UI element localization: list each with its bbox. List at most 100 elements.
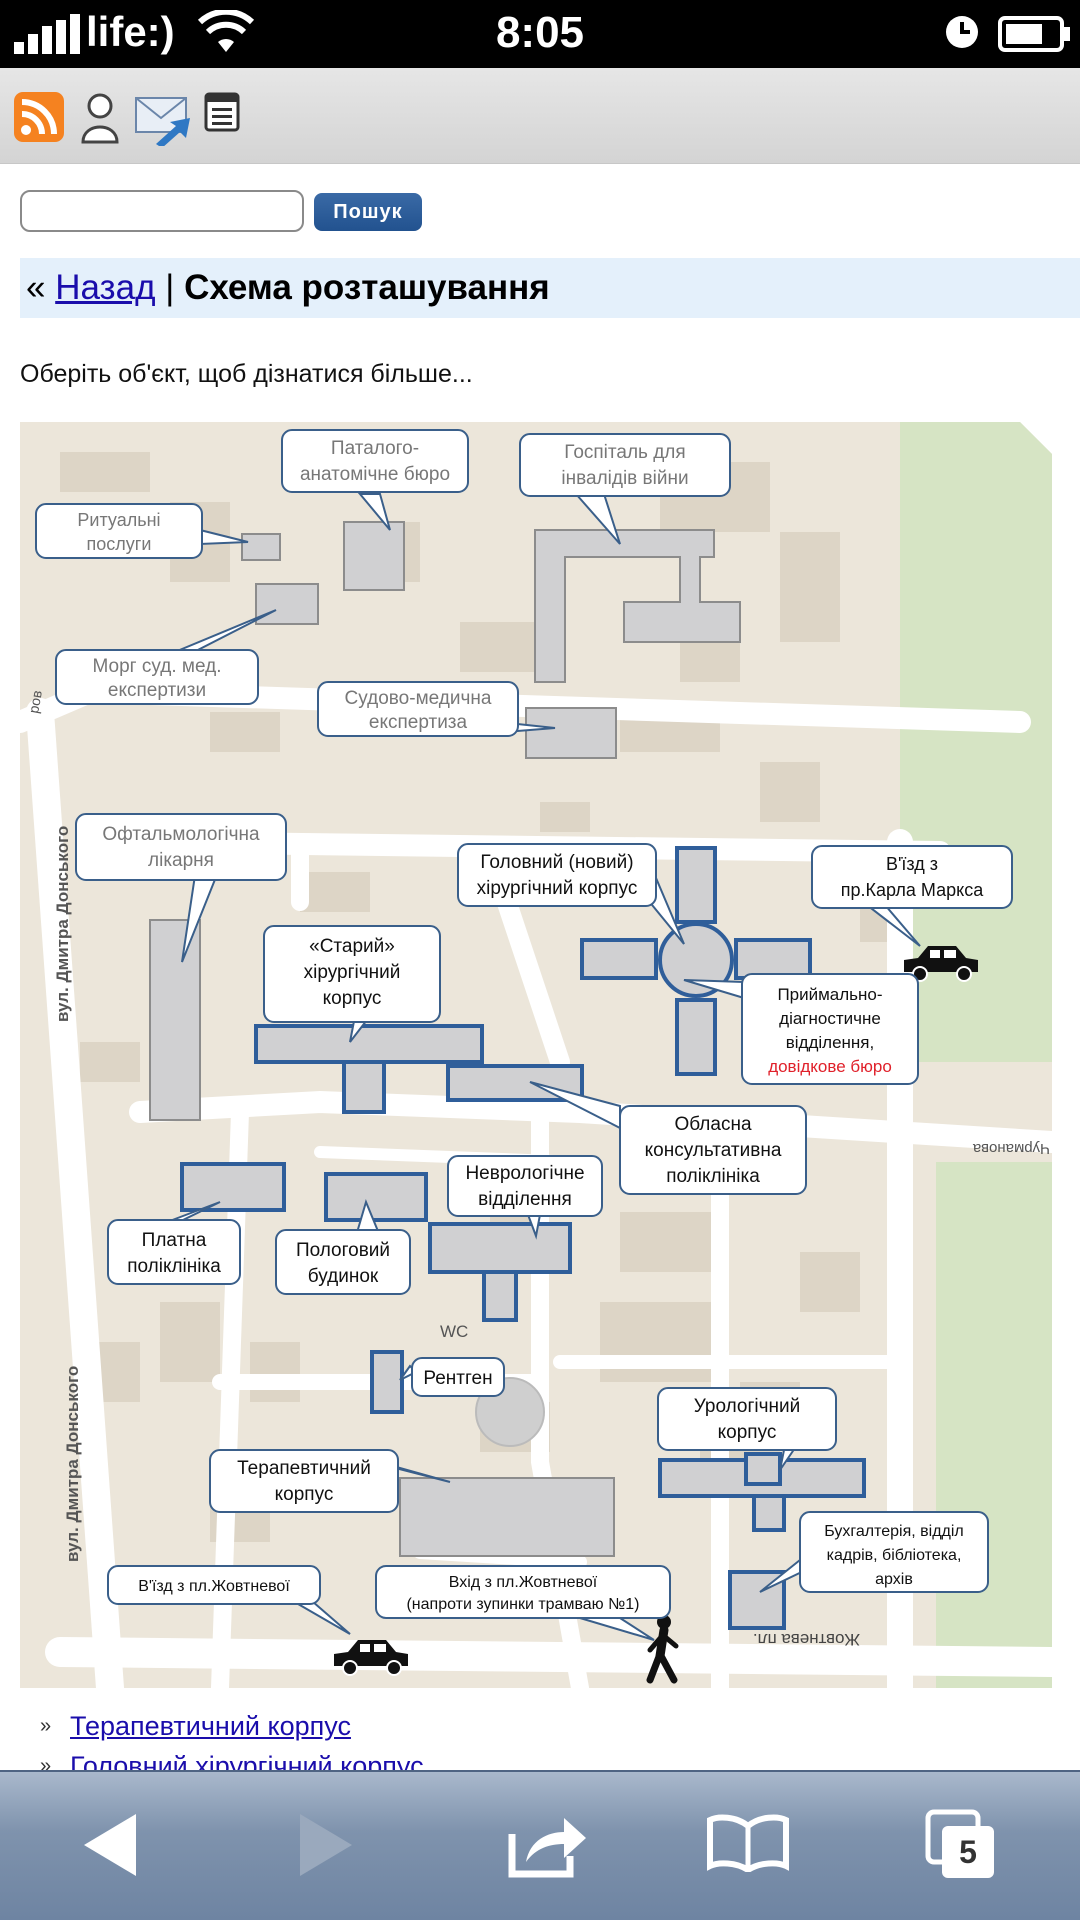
callout-text: Обласна	[674, 1114, 751, 1135]
tabs-button[interactable]: 5	[924, 1808, 998, 1882]
street-left-label-2: вул. Дмитра Донського	[63, 1366, 82, 1562]
callout-terapev[interactable]: Терапевтичний корпус	[209, 1449, 399, 1513]
callout-text: експертизи	[108, 680, 206, 701]
status-bar: life:) 8:05	[0, 0, 1080, 68]
callout-text: Бухгалтерія, відділ	[824, 1523, 964, 1540]
callout-morg[interactable]: Морг суд. мед. експертизи	[55, 649, 259, 705]
callout-text: поліклініка	[127, 1256, 221, 1277]
callout-urolog[interactable]: Урологічний корпус	[657, 1387, 837, 1451]
list-item: » Терапевтичний корпус	[40, 1706, 424, 1746]
browser-bottom-bar: 5	[0, 1770, 1080, 1920]
hint-text: Оберіть об'єкт, щоб дізнатися більше...	[20, 360, 473, 388]
signal-icon	[14, 14, 80, 54]
callout-golovniy[interactable]: Головний (новий) хірургічний корпус	[457, 843, 657, 907]
callout-text: послуги	[87, 534, 152, 554]
callout-pologoviy[interactable]: Пологовий будинок	[275, 1229, 411, 1295]
callout-oftalm[interactable]: Офтальмологічна лікарня	[75, 813, 287, 881]
callout-text: Головний (новий)	[480, 852, 633, 873]
callout-oblasna[interactable]: Обласна консультативна поліклініка	[619, 1105, 807, 1195]
callout-text: В'їзд з пл.Жовтневої	[138, 1578, 290, 1595]
callout-patolog[interactable]: Паталого- анатомічне бюро	[281, 429, 469, 493]
callout-text: Пологовий	[296, 1240, 390, 1261]
callout-gospital[interactable]: Госпіталь для інвалідів війни	[519, 433, 731, 497]
callout-text: корпус	[323, 988, 382, 1009]
breadcrumb-prefix: «	[26, 268, 46, 307]
share-icon[interactable]	[508, 1812, 588, 1878]
clock-time: 8:05	[495, 8, 585, 57]
callout-text: (напроти зупинки трамваю №1)	[406, 1596, 639, 1613]
callout-text: пр.Карла Маркса	[841, 880, 984, 900]
bullet-icon: »	[40, 1714, 52, 1737]
callout-vizd-zhovt[interactable]: В'їзд з пл.Жовтневої	[107, 1565, 321, 1605]
callout-text: Приймально-	[777, 985, 882, 1004]
street-left-label-1: вул. Дмитра Донського	[53, 826, 72, 1022]
callout-text: Платна	[142, 1230, 207, 1251]
callout-text: корпус	[718, 1422, 777, 1443]
callout-text: лікарня	[148, 850, 214, 871]
link-terapev[interactable]: Терапевтичний корпус	[70, 1710, 351, 1741]
callout-text: Паталого-	[331, 438, 419, 459]
site-toolbar	[0, 68, 1080, 164]
street-top-left-label: ров	[25, 689, 45, 714]
battery-icon	[998, 16, 1070, 52]
bookmarks-icon[interactable]	[706, 1812, 790, 1872]
callout-platna[interactable]: Платна поліклініка	[107, 1219, 241, 1285]
callout-rentgen[interactable]: Рентген	[411, 1357, 505, 1397]
callout-text: Вхід з пл.Жовтневої	[449, 1574, 598, 1591]
breadcrumb-separator: |	[165, 268, 175, 307]
callout-text: експертиза	[369, 712, 468, 733]
callout-text: архів	[875, 1571, 913, 1588]
tabs-icon	[925, 1809, 994, 1878]
callout-text: відділення,	[786, 1033, 875, 1052]
blue-buildings[interactable]	[180, 846, 866, 1630]
callout-buhgal[interactable]: Бухгалтерія, відділ кадрів, бібліотека, …	[799, 1511, 989, 1593]
bullet-icon: »	[40, 1754, 52, 1777]
callout-text: Терапевтичний	[237, 1458, 371, 1479]
street-labels: ров вул. Дмитра Донського вул. Дмитра До…	[25, 689, 1050, 1649]
callout-stariy[interactable]: «Старий» хірургічний корпус	[263, 925, 441, 1023]
callout-text: Офтальмологічна	[102, 824, 260, 845]
breadcrumb: « Назад | Схема розташування	[20, 258, 1080, 318]
mail-icon[interactable]	[134, 92, 192, 146]
car-icon	[904, 946, 978, 982]
alarm-icon	[946, 16, 978, 48]
page-title: Схема розташування	[184, 268, 550, 307]
callout-text: Рентген	[423, 1368, 492, 1389]
forward-arrow-icon[interactable]	[298, 1812, 354, 1878]
callout-text: консультативна	[645, 1140, 782, 1161]
tabs-count: 5	[959, 1833, 977, 1870]
callout-text-red: довідкове бюро	[768, 1057, 892, 1076]
callout-prymalno[interactable]: Приймально- діагностичне відділення, дов…	[741, 973, 919, 1085]
callout-text: В'їзд з	[886, 854, 938, 874]
callout-text: «Старий»	[309, 936, 395, 957]
street-bottom-label: Жовтнева пл.	[753, 1630, 860, 1649]
rss-icon[interactable]	[14, 92, 64, 142]
callout-text: корпус	[275, 1484, 334, 1505]
callout-text: хірургічний	[304, 962, 401, 983]
search-button[interactable]: Пошук	[314, 193, 422, 231]
back-link[interactable]: Назад	[55, 268, 156, 307]
callout-sudovo[interactable]: Судово-медична експертиза	[317, 681, 519, 737]
car-icon	[334, 1640, 408, 1676]
callout-text: діагностичне	[779, 1009, 881, 1028]
callout-vizd-marksa[interactable]: В'їзд з пр.Карла Маркса	[811, 845, 1013, 909]
street-right-label: Чурманова	[972, 1140, 1050, 1157]
grey-buildings[interactable]	[149, 521, 741, 1557]
callout-text: інвалідів війни	[561, 468, 688, 489]
callout-vhid-zhovt[interactable]: Вхід з пл.Жовтневої (напроти зупинки тра…	[375, 1565, 671, 1619]
back-arrow-icon[interactable]	[82, 1812, 138, 1878]
callout-ritual[interactable]: Ритуальні послуги	[35, 503, 203, 559]
callout-text: будинок	[308, 1266, 379, 1287]
carrier-label: life:)	[86, 8, 175, 55]
search-input[interactable]	[20, 190, 304, 232]
callout-text: Ритуальні	[77, 510, 160, 530]
callout-text: Неврологічне	[465, 1163, 584, 1184]
callout-text: Госпіталь для	[564, 442, 685, 463]
page-icon[interactable]	[204, 92, 240, 132]
callout-text: кадрів, бібліотека,	[827, 1547, 962, 1564]
site-map: ров вул. Дмитра Донського вул. Дмитра До…	[20, 422, 1052, 1688]
callout-text: хірургічний корпус	[477, 878, 638, 899]
callout-text: поліклініка	[666, 1166, 760, 1187]
user-icon[interactable]	[80, 92, 120, 144]
callout-nevrolog[interactable]: Неврологічне відділення	[447, 1155, 603, 1217]
